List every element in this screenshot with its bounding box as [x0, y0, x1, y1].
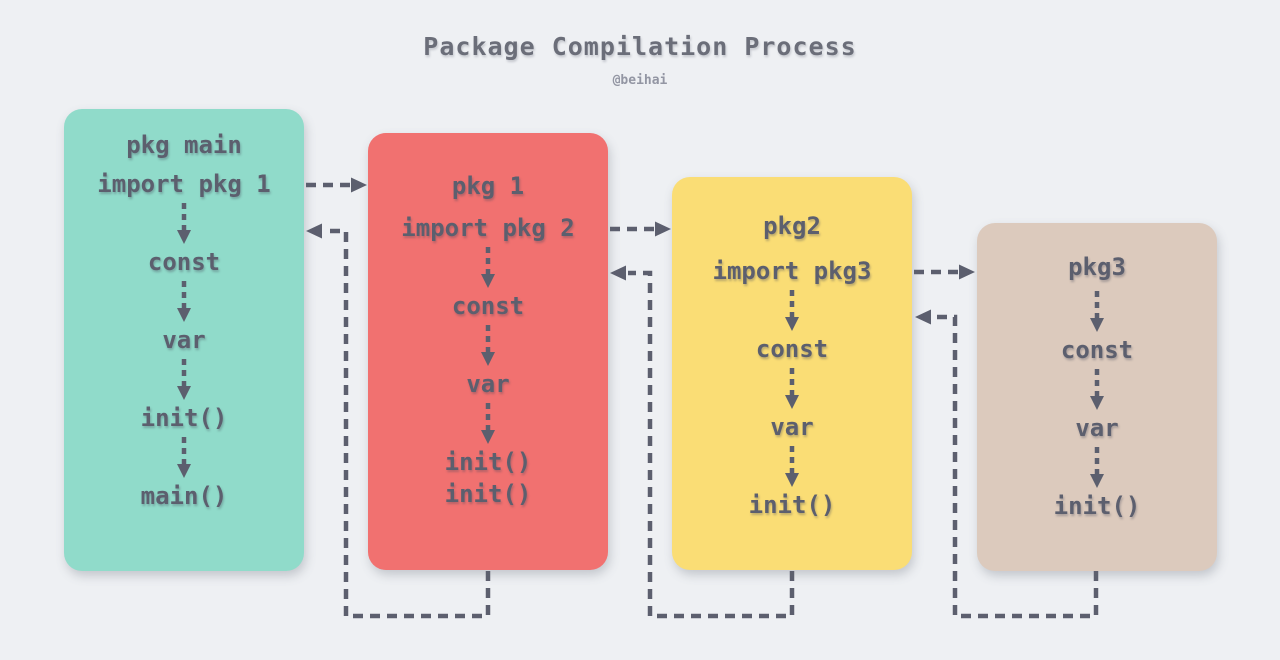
- step-label: init(): [140, 404, 228, 432]
- arrow-import-pkg1: [306, 177, 367, 193]
- arrow-down-icon: [481, 325, 495, 366]
- package-box-pkg-main: pkg main import pkg 1 const var init() m…: [64, 109, 304, 571]
- author-credit: @beihai: [612, 73, 668, 88]
- step-label: const: [451, 292, 525, 320]
- import-statement: import pkg 1: [97, 170, 271, 198]
- step-label: init(): [1053, 492, 1141, 520]
- step-label: const: [1060, 336, 1134, 364]
- package-box-pkg2: pkg2 import pkg3 const var init(): [672, 177, 912, 570]
- page-title: Package Compilation Process: [423, 32, 857, 61]
- box-title: pkg 1: [451, 172, 525, 200]
- step-label: init(): [748, 491, 836, 519]
- arrow-down-icon: [1090, 447, 1104, 488]
- step-label: var: [162, 326, 206, 354]
- arrow-down-icon: [1090, 291, 1104, 332]
- step-label: init(): [444, 480, 532, 508]
- arrow-down-icon: [785, 368, 799, 409]
- arrow-down-icon: [1090, 369, 1104, 410]
- arrow-down-icon: [177, 203, 191, 244]
- step-label: main(): [140, 482, 228, 510]
- package-box-pkg3: pkg3 const var init(): [977, 223, 1217, 571]
- arrow-down-icon: [177, 437, 191, 478]
- arrow-down-icon: [177, 359, 191, 400]
- arrow-down-icon: [785, 446, 799, 487]
- package-box-pkg1: pkg 1 import pkg 2 const var init() init…: [368, 133, 608, 570]
- arrow-down-icon: [785, 290, 799, 331]
- arrow-import-pkg2: [610, 221, 671, 237]
- step-label: init(): [444, 448, 532, 476]
- step-label: var: [1075, 414, 1119, 442]
- step-label: var: [466, 370, 510, 398]
- box-title: pkg3: [1068, 253, 1126, 281]
- arrow-down-icon: [481, 403, 495, 444]
- import-statement: import pkg3: [712, 257, 872, 285]
- step-label: var: [770, 413, 814, 441]
- arrow-down-icon: [177, 281, 191, 322]
- arrow-import-pkg3: [914, 264, 975, 280]
- step-label: const: [755, 335, 829, 363]
- arrow-down-icon: [481, 247, 495, 288]
- box-title: pkg2: [763, 212, 821, 240]
- step-label: const: [147, 248, 221, 276]
- box-title: pkg main: [126, 131, 242, 159]
- import-statement: import pkg 2: [401, 214, 575, 242]
- diagram-header: Package Compilation Process @beihai: [0, 0, 1280, 88]
